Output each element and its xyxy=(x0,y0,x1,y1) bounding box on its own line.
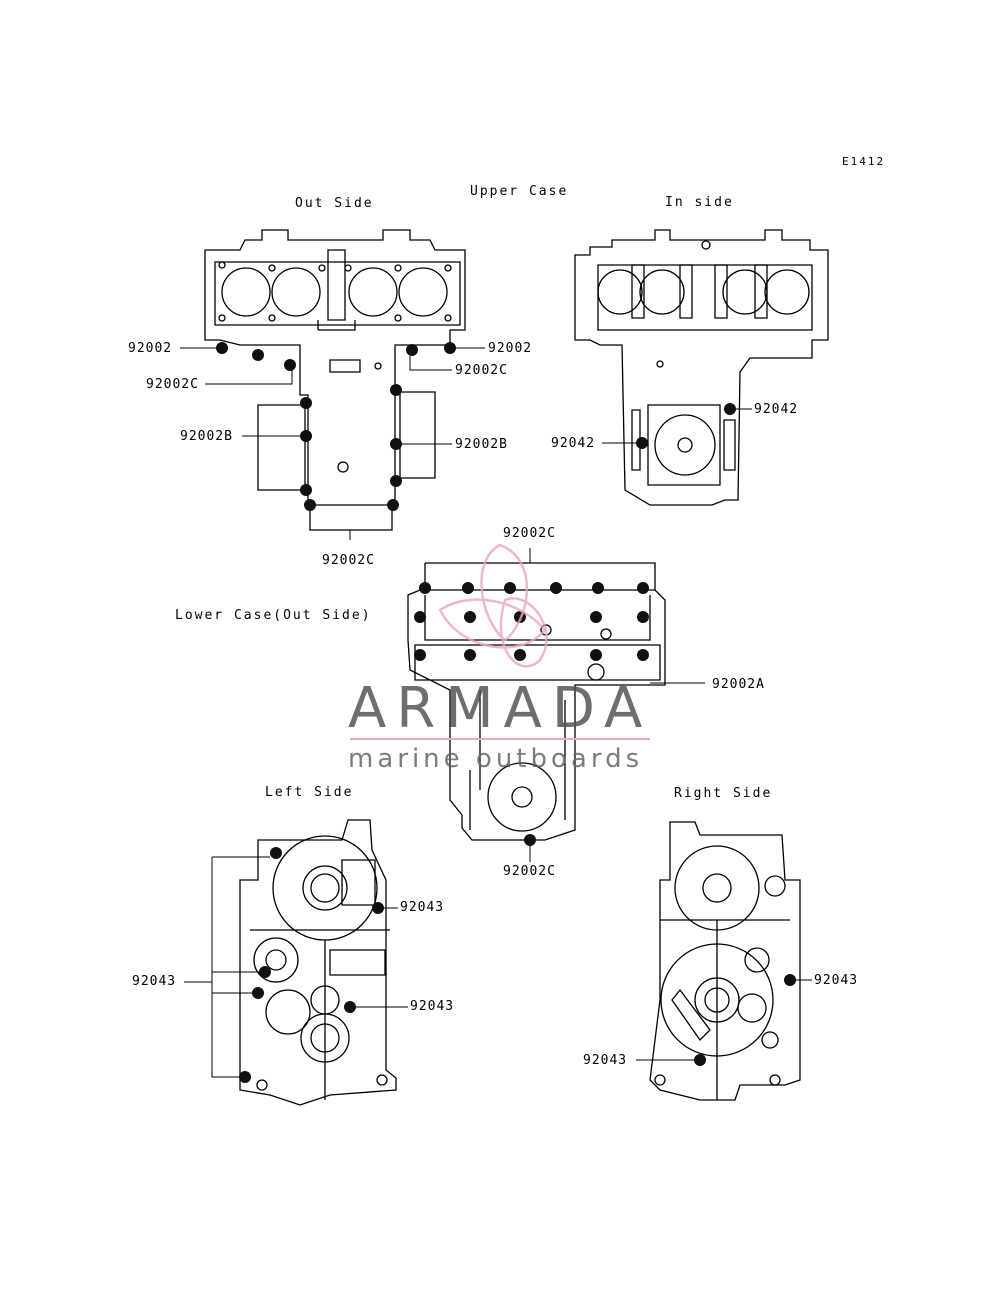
upper-case-in-side-drawing xyxy=(574,229,829,506)
part-92002-right: 92002 xyxy=(488,341,533,356)
part-92002c-lower-bottom: 92002C xyxy=(503,864,556,879)
part-92043-left-side-lower: 92043 xyxy=(410,999,455,1014)
part-92043-right-side-right: 92043 xyxy=(814,973,859,988)
part-92002c-lower-top: 92002C xyxy=(503,526,556,541)
part-92042-right: 92042 xyxy=(754,402,799,417)
part-92002c-right: 92002C xyxy=(455,363,508,378)
title-lower-case-out-side: Lower Case(Out Side) xyxy=(175,608,372,623)
part-92043-right-side-left: 92043 xyxy=(583,1053,628,1068)
part-92002a-lower: 92002A xyxy=(712,677,765,692)
left-side-drawing xyxy=(239,819,397,1106)
right-side-drawing xyxy=(649,821,801,1101)
title-left-side: Left Side xyxy=(265,785,354,800)
upper-case-out-side-drawing xyxy=(204,229,466,531)
title-right-side: Right Side xyxy=(674,786,773,801)
part-92042-left: 92042 xyxy=(551,436,596,451)
part-92043-left-side-left: 92043 xyxy=(132,974,177,989)
watermark-tagline: marine outboards xyxy=(348,744,644,774)
part-92002b-left: 92002B xyxy=(180,429,233,444)
lower-case-out-side-drawing xyxy=(407,562,666,841)
watermark-brand: ARMADA xyxy=(348,676,653,741)
part-92002-left: 92002 xyxy=(128,341,173,356)
watermark-logo-icon xyxy=(438,543,548,668)
part-92043-left-side-right: 92043 xyxy=(400,900,445,915)
part-92002c-bottom: 92002C xyxy=(322,553,375,568)
title-out-side: Out Side xyxy=(295,196,374,211)
figure-code: E1412 xyxy=(842,155,886,168)
watermark-divider xyxy=(350,738,650,740)
title-in-side: In side xyxy=(665,195,734,210)
part-92002b-right: 92002B xyxy=(455,437,508,452)
title-upper-case: Upper Case xyxy=(470,184,569,199)
part-92002c-left: 92002C xyxy=(146,377,199,392)
